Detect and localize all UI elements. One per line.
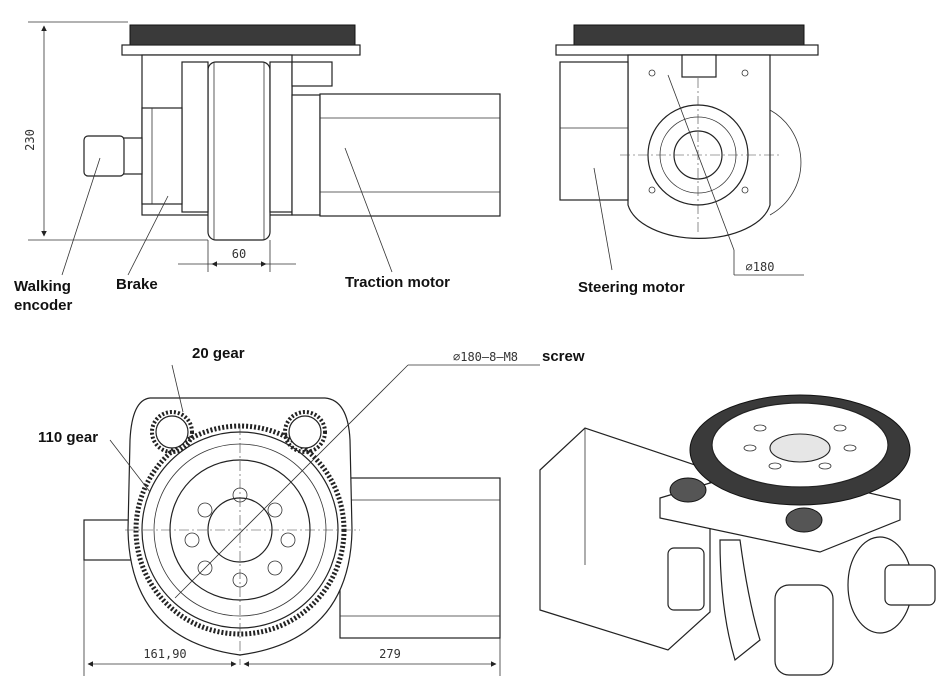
label-gear-20: 20 gear <box>192 345 245 362</box>
label-traction-motor: Traction motor <box>345 274 450 291</box>
dim-left-offset: 161,90 <box>143 647 186 661</box>
small-box-side <box>681 54 717 78</box>
side-view: ∅180 <box>555 24 819 276</box>
dim-diameter: ∅180 <box>746 260 775 274</box>
top-plate-side <box>555 44 819 56</box>
small-box-top <box>291 61 333 87</box>
label-brake: Brake <box>116 276 158 293</box>
bracket-right <box>269 61 293 213</box>
slewing-ring-side <box>573 24 805 46</box>
gear-20-right <box>283 410 327 454</box>
label-screw: screw <box>542 348 585 365</box>
traction-motor-top <box>339 477 501 639</box>
label-walking-encoder-1: Walking <box>14 278 71 295</box>
iso-steering-motor <box>667 547 705 611</box>
label-steering-motor: Steering motor <box>578 279 685 296</box>
dim-motor-length: 279 <box>379 647 401 661</box>
slewing-ring-front <box>129 24 356 46</box>
traction-motor-body <box>319 93 501 217</box>
top-view: 161,90 279 <box>83 364 540 676</box>
steering-motor-body <box>559 61 629 201</box>
encoder-stub-top <box>83 519 135 561</box>
walking-encoder-body <box>83 135 125 177</box>
label-gear-110: 110 gear <box>38 429 98 446</box>
top-plate-front <box>121 44 361 56</box>
bracket-left <box>181 61 209 213</box>
brake-body <box>141 107 183 205</box>
iso-walking-encoder <box>884 564 936 606</box>
motor-flange <box>291 94 321 216</box>
front-view: 230 60 <box>23 21 501 276</box>
isometric-view <box>539 394 936 676</box>
iso-wheel <box>719 539 761 662</box>
dim-wheel-width: 60 <box>232 247 246 261</box>
label-walking-encoder-2: encoder <box>14 297 73 314</box>
wheel-front <box>207 61 271 241</box>
encoder-collar <box>121 137 143 175</box>
iso-gear-20-right <box>785 507 823 533</box>
iso-gear-20-left <box>669 477 707 503</box>
gear-20-left <box>150 410 194 454</box>
iso-traction-motor <box>539 427 711 651</box>
label-screw-spec: ∅180—8—M8 <box>453 350 518 364</box>
iso-center-bore <box>769 433 831 463</box>
iso-bolt-holes <box>743 424 857 470</box>
dim-height: 230 <box>23 129 37 151</box>
iso-lower-housing <box>774 584 834 676</box>
